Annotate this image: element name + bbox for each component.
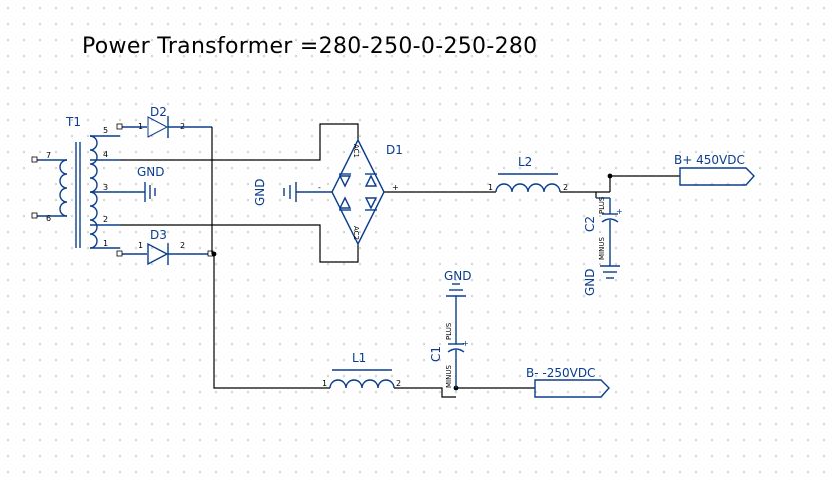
pin-3: 3 bbox=[103, 183, 108, 192]
transformer-ref: T1 bbox=[65, 115, 81, 129]
ground-label: GND bbox=[137, 165, 165, 179]
wires bbox=[120, 123, 680, 398]
pin-5: 5 bbox=[103, 126, 108, 135]
c1-plus-label: PLUS bbox=[445, 322, 453, 340]
port-b-plus[interactable]: B+ 450VDC bbox=[674, 153, 755, 186]
diode-d2-ref: D2 bbox=[150, 105, 167, 119]
bridge-ac2-label: AC2 bbox=[352, 226, 360, 240]
port-b-minus[interactable]: B- -250VDC bbox=[526, 366, 610, 398]
transformer-t1[interactable]: T1 7 6 5 4 3 2 1 bbox=[31, 115, 120, 249]
c1-polarity: + bbox=[462, 339, 469, 348]
grid-dots bbox=[7, 7, 825, 473]
l2-pin-2: 2 bbox=[563, 183, 568, 192]
ground-c2[interactable]: GND bbox=[583, 265, 620, 296]
capacitor-c1-ref: C1 bbox=[429, 346, 443, 362]
c2-plus-label: PLUS bbox=[598, 196, 606, 214]
d3-pin-2: 2 bbox=[180, 241, 185, 250]
ground-c1[interactable]: GND bbox=[444, 269, 472, 297]
diode-d3[interactable]: D3 1 2 bbox=[116, 228, 214, 266]
l2-pin-1: 1 bbox=[488, 183, 493, 192]
bridge-ref: D1 bbox=[386, 143, 403, 157]
d3-pin-1: 1 bbox=[138, 241, 143, 250]
inductor-l1[interactable]: L1 1 2 bbox=[322, 351, 401, 389]
pin-7: 7 bbox=[46, 151, 51, 160]
capacitor-c1[interactable]: C1 PLUS MINUS + bbox=[429, 296, 469, 388]
ground-label: GND bbox=[583, 268, 597, 296]
ground-bridge[interactable]: GND bbox=[253, 178, 332, 206]
bridge-rectifier-d1[interactable]: D1 AC1 AC2 + - bbox=[318, 138, 403, 246]
schematic-title: Power Transformer =280-250-0-250-280 bbox=[82, 34, 538, 59]
port-b-minus-label: B- -250VDC bbox=[526, 366, 595, 380]
ground-label: GND bbox=[444, 269, 472, 283]
inductor-l2[interactable]: L2 1 2 bbox=[488, 155, 568, 193]
c2-polarity: + bbox=[616, 207, 623, 216]
bridge-plus-label: + bbox=[392, 183, 399, 192]
port-b-plus-label: B+ 450VDC bbox=[674, 153, 745, 167]
bridge-ac1-label: AC1 bbox=[352, 144, 360, 158]
l1-pin-1: 1 bbox=[322, 379, 327, 388]
capacitor-c2[interactable]: C2 PLUS MINUS + bbox=[583, 196, 623, 266]
c2-minus-label: MINUS bbox=[598, 237, 606, 260]
c1-minus-label: MINUS bbox=[445, 365, 453, 388]
junction-dot bbox=[211, 251, 217, 257]
capacitor-c2-ref: C2 bbox=[583, 216, 597, 232]
primary-coil bbox=[59, 159, 68, 217]
d2-pin-1: 1 bbox=[138, 122, 143, 131]
inductor-l1-ref: L1 bbox=[352, 351, 366, 365]
pin-2: 2 bbox=[103, 215, 108, 224]
junction-dot bbox=[607, 173, 613, 179]
bridge-minus-label: - bbox=[318, 183, 321, 192]
l1-pin-2: 2 bbox=[396, 379, 401, 388]
pin-4: 4 bbox=[103, 150, 108, 159]
diode-d2[interactable]: D2 1 2 bbox=[116, 105, 212, 138]
diode-d3-ref: D3 bbox=[150, 228, 167, 242]
inductor-l2-ref: L2 bbox=[518, 155, 532, 169]
d2-pin-2: 2 bbox=[180, 122, 185, 131]
ground-label: GND bbox=[253, 178, 267, 206]
ground-transformer[interactable]: GND bbox=[120, 165, 165, 202]
pin-1: 1 bbox=[103, 239, 108, 248]
pin-6: 6 bbox=[46, 214, 51, 223]
